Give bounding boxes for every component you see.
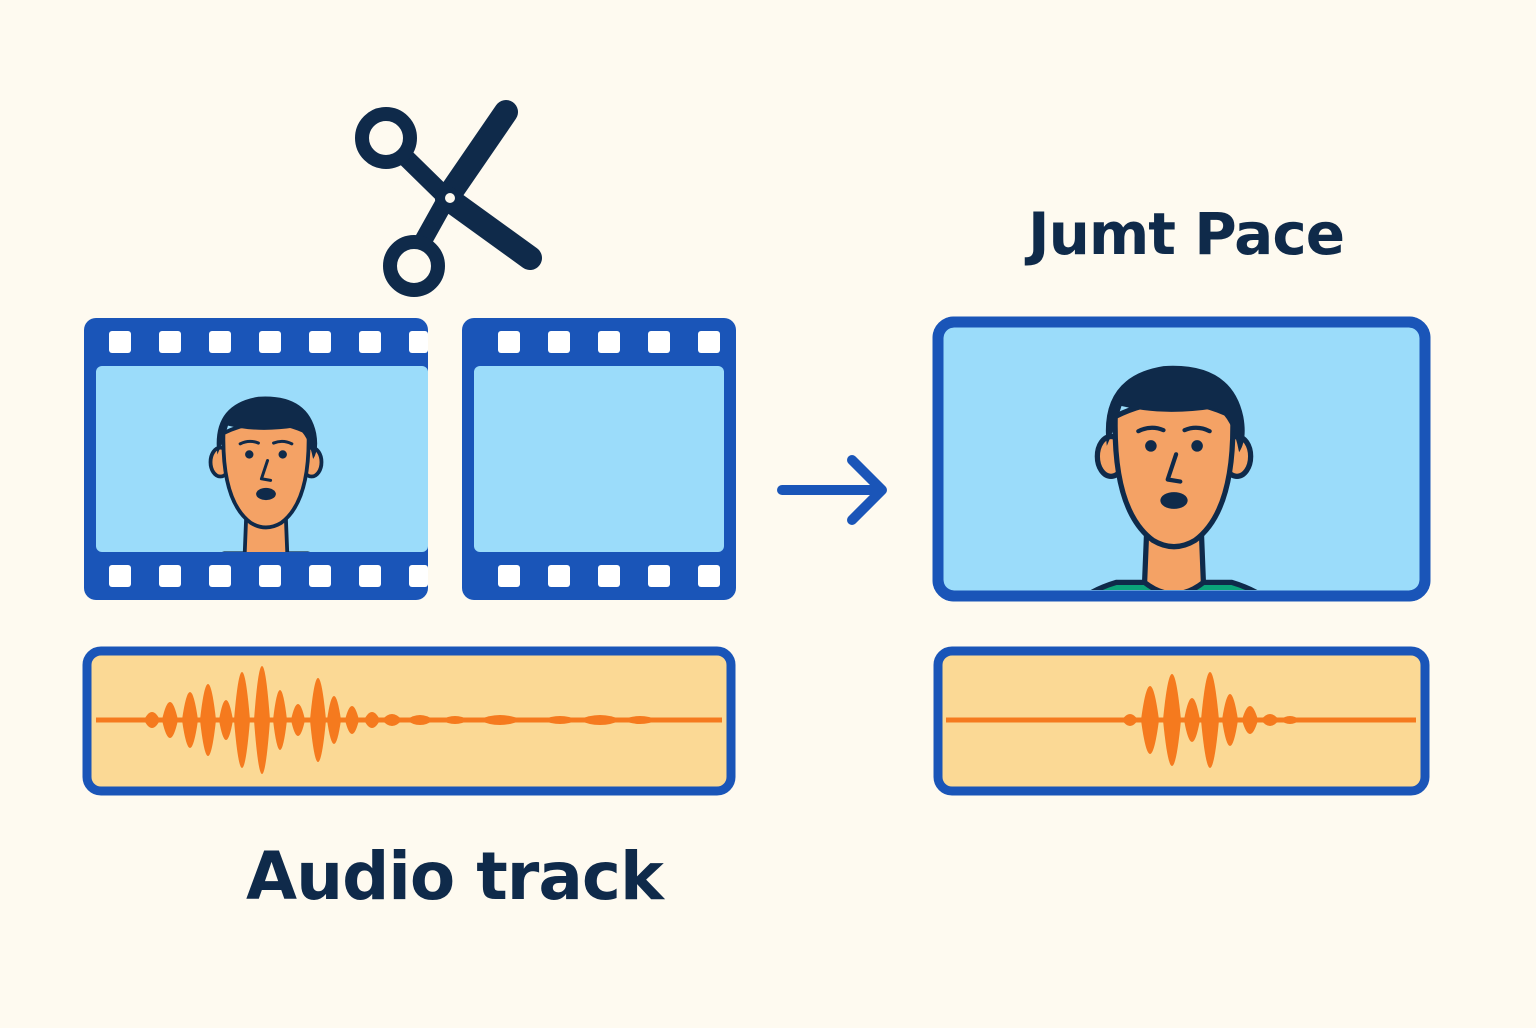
audio-track-original: [82, 646, 736, 796]
waveform-peak: [291, 704, 305, 736]
waveform-peak: [219, 700, 233, 740]
audio-track-caption: Audio track: [246, 838, 664, 915]
waveform-trimmed: [1122, 672, 1300, 768]
waveform-peak: [1261, 714, 1279, 726]
waveform-peak: [578, 715, 622, 725]
waveform-peak: [1163, 674, 1181, 766]
film-clip-after-cut: [462, 318, 736, 600]
waveform-original: [144, 666, 658, 774]
waveform-peak: [273, 690, 287, 750]
waveform-peak: [1201, 672, 1219, 768]
waveform-peak: [1122, 714, 1138, 726]
waveform-peak: [234, 672, 250, 768]
waveform-peak: [310, 678, 326, 762]
audio-track-trimmed: [933, 646, 1430, 796]
waveform-peak: [622, 716, 658, 724]
waveform-peak: [327, 696, 341, 744]
waveform-peak: [364, 712, 380, 728]
result-title: Jumt Pace: [1028, 200, 1345, 268]
waveform-peak: [542, 716, 578, 724]
waveform-peak: [1280, 716, 1300, 724]
waveform-peak: [1222, 694, 1238, 746]
scissors-icon: [355, 100, 542, 297]
waveform-peak: [382, 714, 402, 726]
arrow-right-icon: [777, 455, 887, 525]
waveform-peak: [162, 702, 178, 738]
waveform-peak: [478, 715, 522, 725]
waveform-peak: [1184, 698, 1200, 742]
waveform-peak: [182, 692, 198, 748]
waveform-peak: [441, 716, 469, 724]
waveform-peak: [1141, 686, 1159, 754]
waveform-peak: [200, 684, 216, 756]
waveform-peak: [144, 712, 160, 728]
waveform-peak: [345, 706, 359, 734]
film-clip-before-cut: [84, 318, 428, 600]
waveform-peak: [406, 715, 434, 725]
result-video-frame: [932, 316, 1431, 602]
waveform-peak: [254, 666, 270, 774]
waveform-peak: [1242, 706, 1258, 734]
